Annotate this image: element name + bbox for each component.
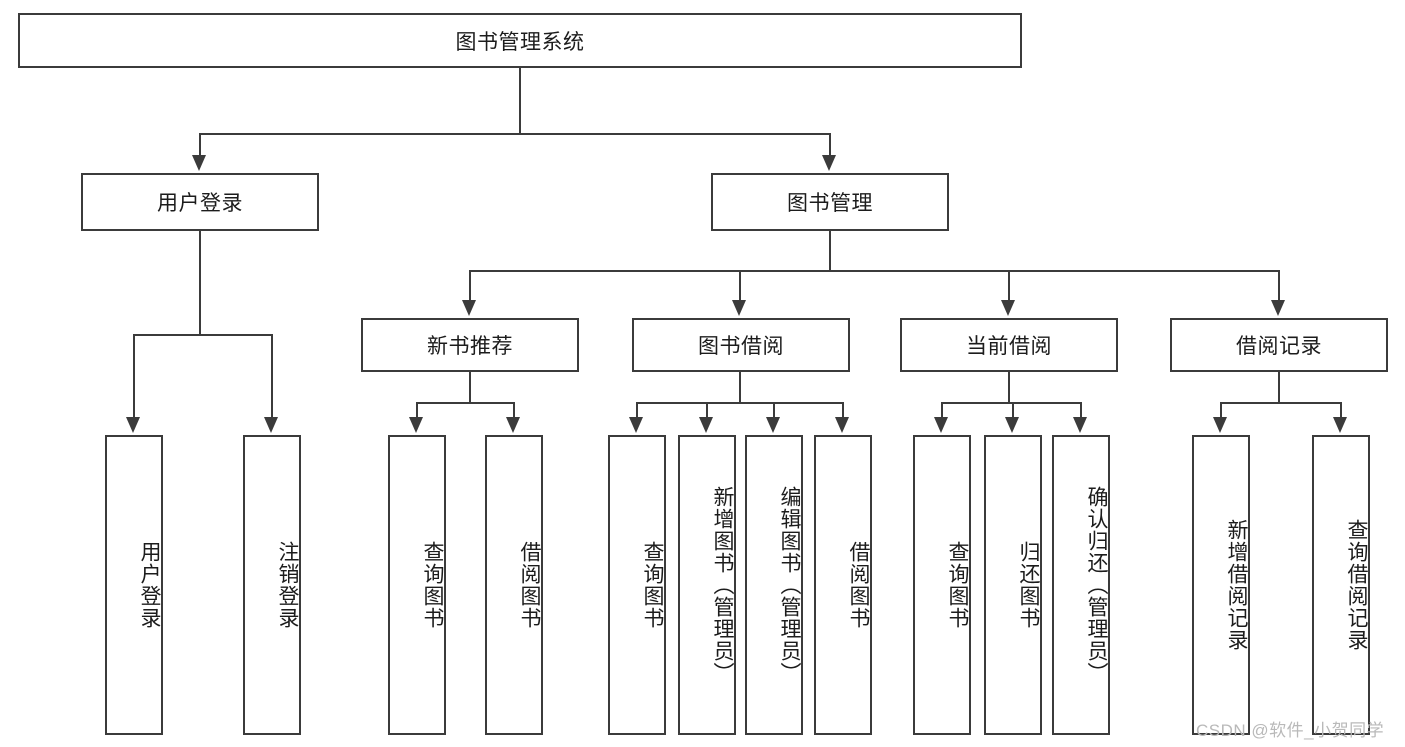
leaf-query-borrow-record[interactable]: 查询借阅记录 (1312, 435, 1370, 735)
arrow-book-mgmt-c2 (732, 300, 746, 316)
edge-book-mgmt-c1 (469, 270, 471, 300)
node-label: 确认归还（管理员） (1085, 486, 1108, 684)
node-label: 用户登录 (157, 192, 243, 215)
arrow-user-login-l2 (264, 417, 278, 433)
leaf-query-book-borrow[interactable]: 查询图书 (608, 435, 666, 735)
node-label: 注销登录 (276, 541, 299, 629)
leaf-logout[interactable]: 注销登录 (243, 435, 301, 735)
leaf-confirm-return-admin[interactable]: 确认归还（管理员） (1052, 435, 1110, 735)
leaf-return-book[interactable]: 归还图书 (984, 435, 1042, 735)
arrow-new-book-l2 (506, 417, 520, 433)
arrow-book-mgmt-c1 (462, 300, 476, 316)
edge-record-l2 (1340, 402, 1342, 417)
leaf-add-borrow-record[interactable]: 新增借阅记录 (1192, 435, 1250, 735)
edge-new-book-l1 (416, 402, 418, 417)
arrow-current-l1 (934, 417, 948, 433)
node-book-management[interactable]: 图书管理 (711, 173, 949, 231)
edge-borrow-l4 (842, 402, 844, 417)
node-label: 查询借阅记录 (1345, 519, 1368, 651)
arrow-book-mgmt-c4 (1271, 300, 1285, 316)
node-user-login[interactable]: 用户登录 (81, 173, 319, 231)
edge-record-l1 (1220, 402, 1222, 417)
csdn-watermark: CSDN @软件_小贺同学 (1196, 721, 1385, 740)
node-label: 图书借阅 (698, 335, 784, 358)
edge-new-book-l2 (513, 402, 515, 417)
leaf-query-book-current[interactable]: 查询图书 (913, 435, 971, 735)
arrow-root-to-book-mgmt (822, 155, 836, 171)
node-label: 借阅记录 (1236, 335, 1322, 358)
edge-borrow-l3 (773, 402, 775, 417)
edge-current-l3 (1080, 402, 1082, 417)
node-label: 查询图书 (946, 541, 969, 629)
node-label: 借阅图书 (847, 541, 870, 629)
node-new-book-recommend[interactable]: 新书推荐 (361, 318, 579, 372)
arrow-root-to-user-login (192, 155, 206, 171)
edge-new-book-trunk (469, 372, 471, 403)
edge-root-to-book-mgmt (829, 133, 831, 155)
arrow-book-mgmt-c3 (1001, 300, 1015, 316)
arrow-current-l2 (1005, 417, 1019, 433)
edge-user-login-l1 (133, 334, 135, 417)
edge-current-bar (941, 402, 1081, 404)
edge-new-book-bar (416, 402, 514, 404)
node-label: 图书管理 (787, 192, 873, 215)
arrow-new-book-l1 (409, 417, 423, 433)
edge-borrow-l1 (636, 402, 638, 417)
edge-book-mgmt-c3 (1008, 270, 1010, 300)
leaf-borrow-book[interactable]: 借阅图书 (814, 435, 872, 735)
edge-user-login-bar (133, 334, 273, 336)
arrow-borrow-l3 (766, 417, 780, 433)
leaf-edit-book-admin[interactable]: 编辑图书（管理员） (745, 435, 803, 735)
leaf-borrow-book-recommend[interactable]: 借阅图书 (485, 435, 543, 735)
edge-book-mgmt-bar (469, 270, 1279, 272)
edge-current-l2 (1012, 402, 1014, 417)
node-label: 归还图书 (1017, 541, 1040, 629)
node-label: 当前借阅 (966, 335, 1052, 358)
edge-borrow-trunk (739, 372, 741, 403)
edge-root-to-user-login (199, 133, 201, 155)
edge-record-trunk (1278, 372, 1280, 403)
arrow-user-login-l1 (126, 417, 140, 433)
edge-borrow-l2 (706, 402, 708, 417)
node-current-borrow[interactable]: 当前借阅 (900, 318, 1118, 372)
node-label: 查询图书 (641, 541, 664, 629)
edge-book-mgmt-c2 (739, 270, 741, 300)
arrow-borrow-l2 (699, 417, 713, 433)
edge-current-l1 (941, 402, 943, 417)
node-label: 查询图书 (421, 541, 444, 629)
edge-user-login-l2 (271, 334, 273, 417)
edge-current-trunk (1008, 372, 1010, 403)
edge-borrow-bar (636, 402, 843, 404)
node-label: 新书推荐 (427, 335, 513, 358)
arrow-record-l2 (1333, 417, 1347, 433)
node-label: 新增借阅记录 (1225, 519, 1248, 651)
node-label: 图书管理系统 (455, 30, 585, 54)
edge-record-bar (1220, 402, 1340, 404)
arrow-borrow-l1 (629, 417, 643, 433)
leaf-user-login[interactable]: 用户登录 (105, 435, 163, 735)
node-label: 用户登录 (138, 541, 161, 629)
node-label: 借阅图书 (518, 541, 541, 629)
edge-root-trunk (519, 68, 521, 134)
edge-root-bar (199, 133, 831, 135)
edge-book-mgmt-c4 (1278, 270, 1280, 300)
node-label: 编辑图书（管理员） (778, 486, 801, 684)
edge-user-login-trunk (199, 231, 201, 335)
arrow-borrow-l4 (835, 417, 849, 433)
leaf-query-book-recommend[interactable]: 查询图书 (388, 435, 446, 735)
node-borrow-record[interactable]: 借阅记录 (1170, 318, 1388, 372)
edge-book-mgmt-trunk (829, 231, 831, 271)
node-book-borrow[interactable]: 图书借阅 (632, 318, 850, 372)
arrow-current-l3 (1073, 417, 1087, 433)
arrow-record-l1 (1213, 417, 1227, 433)
leaf-add-book-admin[interactable]: 新增图书（管理员） (678, 435, 736, 735)
node-label: 新增图书（管理员） (711, 486, 734, 684)
node-root-book-management-system[interactable]: 图书管理系统 (18, 13, 1022, 68)
